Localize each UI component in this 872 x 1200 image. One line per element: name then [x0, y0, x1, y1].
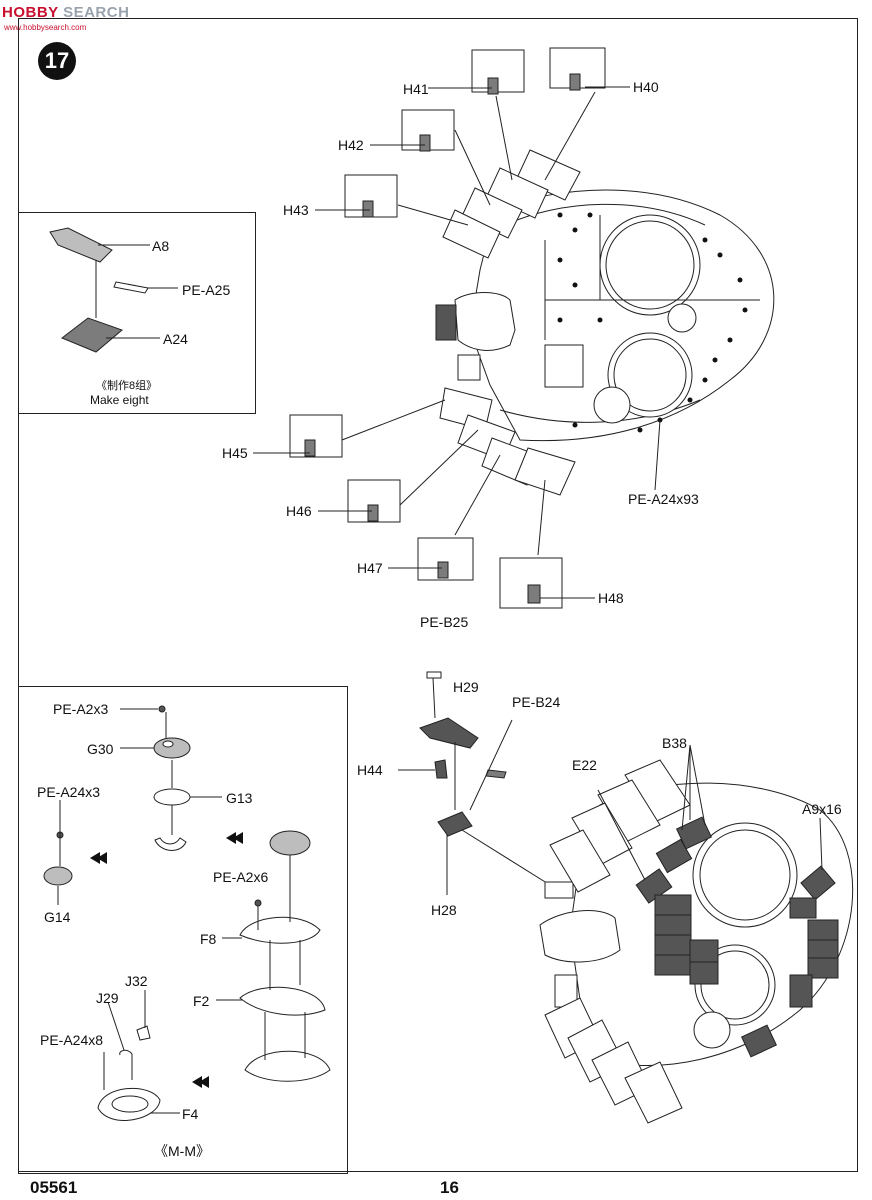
- label-pe-a24x8: PE-A24x8: [40, 1032, 104, 1048]
- watermark: HOBBY SEARCH: [2, 4, 129, 21]
- label-h46: H46: [286, 503, 312, 519]
- note-en: Make eight: [90, 393, 149, 407]
- label-h28: H28: [431, 902, 457, 918]
- label-j32: J32: [125, 973, 148, 989]
- label-h47: H47: [357, 560, 383, 576]
- label-h43: H43: [283, 202, 309, 218]
- label-pe-a24x93: PE-A24x93: [628, 491, 699, 507]
- label-f4: F4: [182, 1106, 199, 1122]
- label-a24: A24: [163, 331, 188, 347]
- page-frame: [18, 18, 858, 1172]
- turret-top-drawing: [253, 47, 775, 609]
- watermark-brand-b: SEARCH: [63, 4, 130, 21]
- label-g14: G14: [44, 909, 71, 925]
- watermark-url: www.hobbysearch.com: [4, 23, 87, 32]
- make-eight-drawing: [49, 227, 178, 353]
- label-h41: H41: [403, 81, 429, 97]
- label-b38: B38: [662, 735, 687, 751]
- label-pe-a24x3: PE-A24x3: [37, 784, 101, 800]
- label-pe-b24: PE-B24: [512, 694, 561, 710]
- label-e22: E22: [572, 757, 597, 773]
- label-h44: H44: [357, 762, 383, 778]
- label-h42: H42: [338, 137, 364, 153]
- label-h48: H48: [598, 590, 624, 606]
- label-h29: H29: [453, 679, 479, 695]
- label-j29: J29: [96, 990, 119, 1006]
- label-pe-a25: PE-A25: [182, 282, 231, 298]
- label-pe-a2x6: PE-A2x6: [213, 869, 269, 885]
- m-m-drawing: [43, 705, 331, 1121]
- note-cn: 《制作8组》: [96, 380, 158, 392]
- watermark-brand-a: HOBBY: [2, 4, 59, 21]
- inset-box-m-m: [18, 686, 348, 1174]
- label-h45: H45: [222, 445, 248, 461]
- product-code: 05561: [30, 1178, 78, 1197]
- lower-assembly-drawing: [398, 671, 854, 1124]
- label-g30: G30: [87, 741, 114, 757]
- page-number: 16: [440, 1178, 459, 1197]
- label-a8: A8: [152, 238, 170, 254]
- label-pe-a2x3: PE-A2x3: [53, 701, 109, 717]
- label-a9x16: A9x16: [802, 801, 842, 817]
- section-label-m-m: 《M-M》: [154, 1143, 210, 1159]
- label-pe-b25: PE-B25: [420, 614, 469, 630]
- label-g13: G13: [226, 790, 253, 806]
- inset-box-make-eight: [18, 212, 256, 414]
- step-number-badge: 17: [38, 42, 76, 80]
- label-h40: H40: [633, 79, 659, 95]
- label-f8: F8: [200, 931, 217, 947]
- label-f2: F2: [193, 993, 210, 1009]
